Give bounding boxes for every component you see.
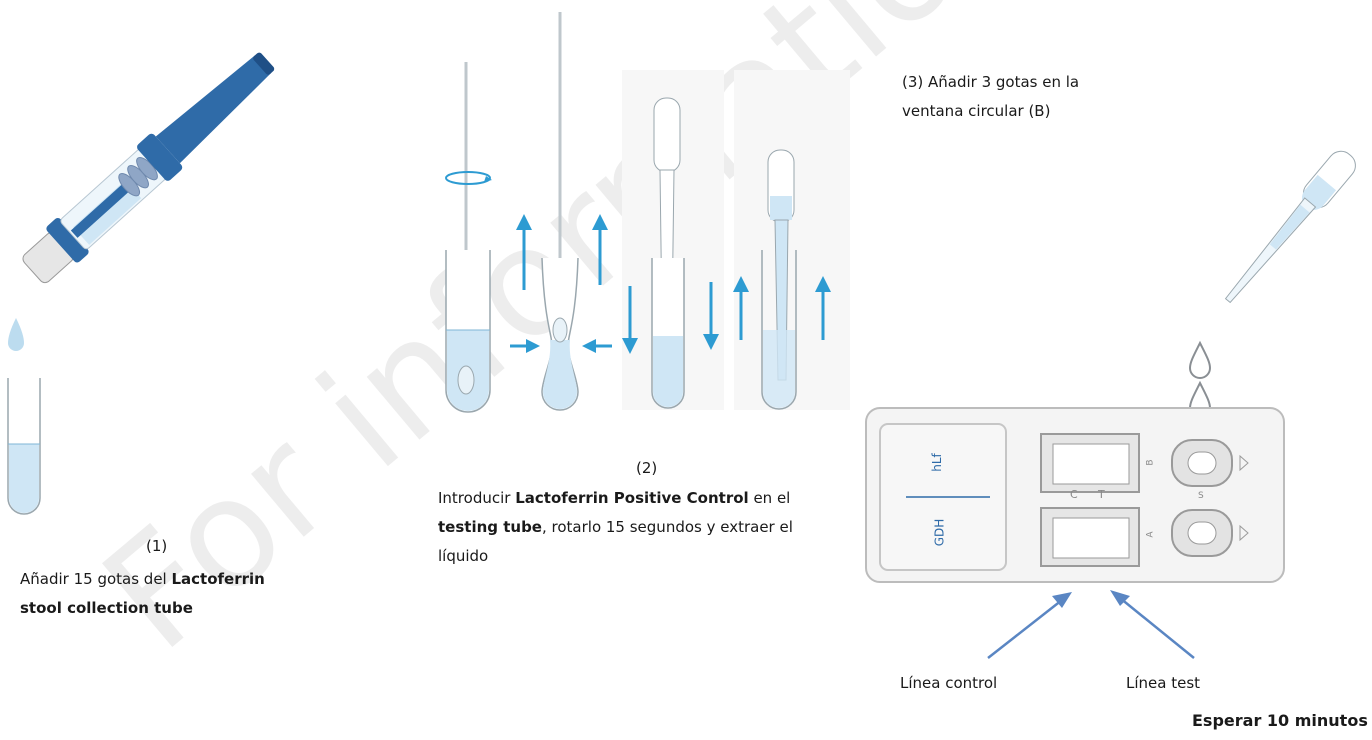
step1-text-c: stool collection tube: [20, 599, 193, 617]
pipette-tube-down: [651, 97, 685, 409]
side-label-b: B: [1145, 459, 1156, 466]
label-test-line: Línea test: [1126, 674, 1201, 692]
pointer-arrows: [987, 590, 1195, 659]
step3-line2: ventana circular (B): [902, 102, 1051, 120]
dropper-pipette: [1224, 150, 1356, 304]
step3-instruction: (3) Añadir 3 gotas en la ventana circula…: [902, 68, 1202, 126]
window-label-t: T: [1098, 488, 1105, 501]
cassette-label-hlf: hLf: [929, 453, 944, 472]
step2-t6: líquido: [438, 547, 489, 565]
squeeze-arrows: [510, 339, 612, 353]
step2-t2: Lactoferrin Positive Control: [515, 489, 749, 507]
drop-icon: [8, 318, 24, 351]
wait-instruction: Esperar 10 minutos: [1192, 711, 1368, 730]
step1-text-b: Lactoferrin: [171, 570, 265, 588]
step2-t1: Introducir: [438, 489, 516, 507]
step2-t4: testing tube: [438, 518, 542, 536]
window-label-c: C: [1070, 488, 1078, 501]
step1-instruction: Añadir 15 gotas del Lactoferrin stool co…: [20, 565, 320, 623]
step3-line1: (3) Añadir 3 gotas en la: [902, 73, 1080, 91]
test-cassette: [865, 407, 1285, 583]
test-tube-1: [7, 378, 41, 515]
up-arrows: [516, 214, 608, 290]
step2-t3: en el: [748, 489, 791, 507]
stool-collection-tube: [22, 52, 275, 284]
label-control-line: Línea control: [900, 674, 998, 692]
step1-number: (1): [146, 537, 168, 555]
pipette-tube-up: [761, 149, 797, 410]
down-arrows: [622, 282, 719, 354]
up-arrows-2: [733, 276, 831, 340]
testing-tube-swab-rotate: [445, 62, 492, 413]
step1-text-a: Añadir 15 gotas del: [20, 570, 172, 588]
side-label-s: S: [1198, 491, 1204, 501]
step2-number: (2): [636, 459, 658, 477]
cassette-label-gdh: GDH: [932, 518, 947, 547]
step2-instruction: Introducir Lactoferrin Positive Control …: [438, 484, 858, 571]
step2-t5: , rotarlo 15 segundos y extraer el: [541, 518, 793, 536]
testing-tube-squeezed: [541, 12, 579, 411]
side-label-a: A: [1145, 531, 1156, 538]
